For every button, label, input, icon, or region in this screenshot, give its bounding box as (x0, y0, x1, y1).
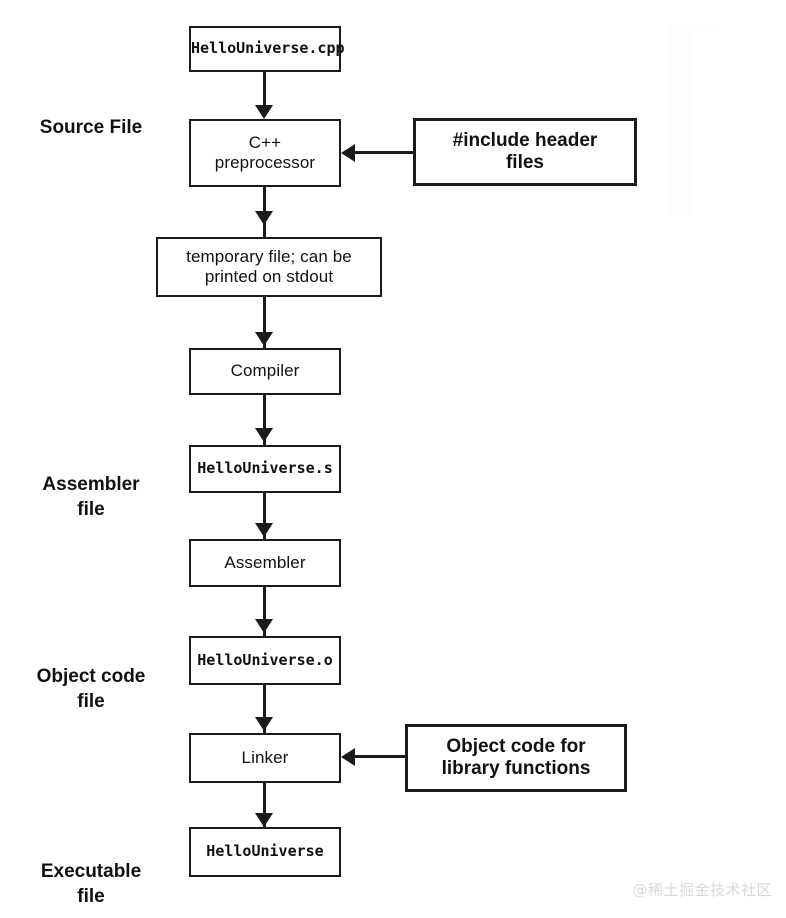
stage-label-source-file: Source File (16, 92, 166, 141)
node-object-code-library[interactable]: Object code for library functions (405, 724, 627, 792)
scan-artifact (692, 22, 720, 30)
node-hellouniverse[interactable]: HelloUniverse (189, 827, 341, 877)
stage-label-executable-file: Executable file (16, 836, 166, 909)
stage-label-text: Source File (39, 117, 143, 139)
arrowhead-temporary-file-to-compiler (255, 332, 273, 346)
watermark: @稀土掘金技术社区 (632, 881, 772, 899)
node-label: HelloUniverse.s (197, 459, 333, 478)
stage-label-assembler-file: Assembler file (16, 449, 166, 522)
node-label: #include header files (452, 129, 598, 173)
stage-label-object-code-file: Object code file (16, 641, 166, 714)
stage-label-text: Object code file (36, 666, 146, 712)
arrowhead-hellouniverse-s-to-assembler (255, 523, 273, 537)
node-label: Compiler (230, 361, 300, 381)
connector-library-to-linker (348, 755, 406, 758)
node-cpp-preprocessor[interactable]: C++ preprocessor (189, 119, 341, 187)
connector-cpp-to-preprocessor (263, 72, 266, 114)
stage-label-text: Assembler file (42, 474, 140, 520)
node-label: HelloUniverse (206, 842, 324, 861)
connector-temporary-file-to-compiler (263, 296, 266, 350)
node-temporary-file[interactable]: temporary file; can be printed on stdout (156, 237, 382, 297)
node-label: HelloUniverse.o (197, 650, 333, 669)
connector-hellouniverse-o-to-linker (263, 685, 266, 733)
node-label: Object code for library functions (441, 735, 591, 779)
node-label: HelloUniverse.cpp (191, 39, 345, 58)
connector-compiler-to-hellouniverse-s (263, 394, 266, 446)
node-label: Assembler (224, 552, 306, 572)
node-assembler[interactable]: Assembler (189, 539, 341, 587)
node-hellouniverse-cpp[interactable]: HelloUniverse.cpp (189, 26, 345, 72)
stage-label-text: Executable file (40, 861, 142, 907)
node-compiler[interactable]: Compiler (189, 348, 341, 395)
node-hellouniverse-o[interactable]: HelloUniverse.o (189, 636, 341, 685)
node-linker[interactable]: Linker (189, 733, 341, 783)
scan-artifact (668, 22, 692, 217)
arrowhead-preprocessor-to-temporary-file (255, 211, 273, 225)
arrowhead-library-to-linker (341, 748, 355, 766)
connector-include-to-preprocessor (348, 151, 414, 154)
arrowhead-compiler-to-hellouniverse-s (255, 428, 273, 442)
connector-hellouniverse-s-to-assembler (263, 492, 266, 540)
arrowhead-hellouniverse-o-to-linker (255, 717, 273, 731)
node-include-header-files[interactable]: #include header files (413, 118, 637, 186)
node-label: Linker (241, 747, 289, 767)
arrowhead-linker-to-hellouniverse (255, 813, 273, 827)
node-label: temporary file; can be printed on stdout (186, 246, 352, 286)
connector-assembler-to-hellouniverse-o (263, 586, 266, 636)
node-hellouniverse-s[interactable]: HelloUniverse.s (189, 445, 341, 493)
arrowhead-include-to-preprocessor (341, 144, 355, 162)
connector-linker-to-hellouniverse (263, 782, 266, 828)
node-label: C++ preprocessor (214, 132, 316, 172)
arrowhead-cpp-to-preprocessor (255, 105, 273, 119)
arrowhead-assembler-to-hellouniverse-o (255, 619, 273, 633)
